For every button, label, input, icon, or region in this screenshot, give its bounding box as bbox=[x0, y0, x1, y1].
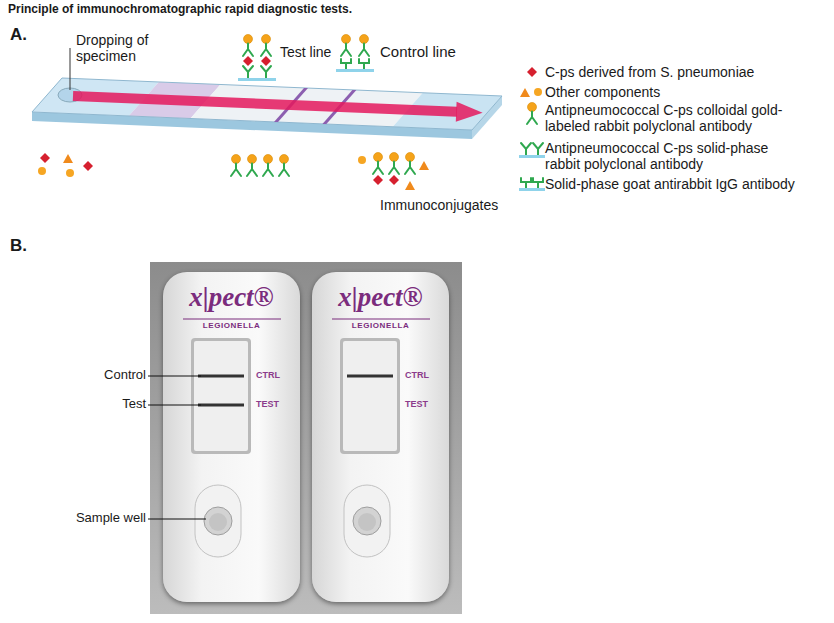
antigen-symbol bbox=[389, 175, 399, 185]
legend-text: C-ps derived from S. pneumoniae bbox=[545, 64, 820, 80]
leader-line bbox=[70, 48, 71, 90]
window-label: CTRL bbox=[405, 371, 429, 381]
callout-label: Immunoconjugates bbox=[380, 197, 498, 213]
gold-antibody-symbol bbox=[231, 155, 241, 177]
solid-antibody-symbol bbox=[261, 66, 271, 78]
gold-antibody-symbol bbox=[243, 35, 253, 57]
callout-label: Dropping of specimen bbox=[76, 32, 176, 64]
component-symbol bbox=[358, 156, 366, 164]
window-label: CTRL bbox=[256, 371, 280, 381]
callout-label: Test line bbox=[280, 44, 331, 60]
panel-letter: A. bbox=[10, 25, 27, 45]
gold-antibody-symbol bbox=[359, 35, 369, 57]
result-line bbox=[198, 375, 244, 378]
callout-label: Sample well bbox=[40, 511, 146, 526]
solid-phase-bar bbox=[519, 188, 545, 191]
sample-well bbox=[204, 507, 232, 535]
window-label: TEST bbox=[256, 400, 279, 410]
result-line bbox=[347, 375, 393, 378]
brand-name: LEGIONELLA bbox=[163, 322, 300, 331]
strip-outline bbox=[32, 78, 502, 130]
result-window-frame bbox=[340, 338, 400, 454]
antigen-symbol bbox=[83, 161, 93, 171]
brand-logo: x|pect® bbox=[163, 283, 300, 313]
callout-label: Control bbox=[80, 368, 146, 383]
panel-letter: B. bbox=[10, 236, 27, 256]
goat-antibody-symbol bbox=[341, 59, 351, 69]
leader-line bbox=[148, 519, 206, 520]
figure-title: Principle of immunochromatographic rapid… bbox=[8, 3, 352, 17]
callout-label: Test bbox=[80, 397, 146, 412]
flow-arrow-head bbox=[456, 102, 483, 122]
component-symbol bbox=[534, 88, 542, 96]
component-symbol bbox=[520, 88, 530, 97]
antigen-symbol bbox=[261, 56, 271, 66]
sample-well-frame bbox=[195, 485, 241, 557]
logo-rule bbox=[332, 318, 430, 319]
solid-antibody-symbol bbox=[533, 143, 543, 155]
leader-line bbox=[148, 405, 201, 406]
antigen-symbol bbox=[243, 56, 253, 66]
gold-antibody-symbol bbox=[389, 153, 399, 175]
gold-antibody-symbol bbox=[341, 35, 351, 57]
legend-text: Solid-phase goat antirabbit IgG antibody bbox=[545, 176, 830, 192]
solid-phase-bar bbox=[336, 69, 374, 72]
gold-antibody-symbol bbox=[527, 103, 537, 125]
test-cassette: x|pect® LEGIONELLA CTRL TEST bbox=[312, 272, 449, 602]
antigen-symbol bbox=[527, 67, 537, 77]
component-symbol bbox=[66, 169, 74, 177]
solid-antibody-symbol bbox=[521, 143, 531, 155]
solid-phase-bar bbox=[519, 155, 545, 158]
legend-text: Antipneumococcal C-ps colloidal gold-lab… bbox=[545, 102, 815, 134]
gold-antibody-symbol bbox=[373, 153, 383, 175]
result-window bbox=[194, 341, 248, 451]
sample-well bbox=[353, 507, 381, 535]
sample-well-frame bbox=[344, 485, 390, 557]
legend-text: Other components bbox=[545, 84, 820, 100]
brand-logo: x|pect® bbox=[312, 283, 449, 313]
sample-well-hole bbox=[209, 513, 227, 531]
callout-label: Control line bbox=[380, 43, 456, 60]
brand-name: LEGIONELLA bbox=[312, 322, 449, 331]
leader-line bbox=[148, 376, 201, 377]
legend-text: Antipneumococcal C-ps solid-phase rabbit… bbox=[545, 140, 790, 172]
antigen-symbol bbox=[373, 175, 383, 185]
goat-antibody-symbol bbox=[359, 59, 369, 69]
gold-antibody-symbol bbox=[405, 153, 415, 175]
sample-well-hole bbox=[358, 513, 376, 531]
solid-phase-bar bbox=[238, 78, 276, 81]
result-window bbox=[343, 341, 397, 451]
component-symbol bbox=[63, 154, 73, 163]
goat-antibody-symbol bbox=[533, 178, 543, 188]
component-symbol bbox=[38, 167, 46, 175]
gold-antibody-symbol bbox=[263, 155, 273, 177]
photo-background bbox=[150, 262, 462, 614]
antigen-symbol bbox=[40, 153, 50, 163]
goat-antibody-symbol bbox=[521, 178, 531, 188]
flow-arrow-shaft bbox=[73, 96, 457, 112]
gold-antibody-symbol bbox=[279, 155, 289, 177]
test-cassette: x|pect® LEGIONELLA CTRL TEST bbox=[163, 272, 300, 602]
result-window-frame bbox=[191, 338, 251, 454]
result-line bbox=[198, 404, 244, 407]
window-label: TEST bbox=[405, 400, 428, 410]
gold-antibody-symbol bbox=[261, 35, 271, 57]
component-symbol bbox=[405, 181, 415, 190]
component-symbol bbox=[419, 161, 429, 170]
logo-rule bbox=[183, 318, 281, 319]
gold-antibody-symbol bbox=[247, 155, 257, 177]
solid-antibody-symbol bbox=[243, 66, 253, 78]
